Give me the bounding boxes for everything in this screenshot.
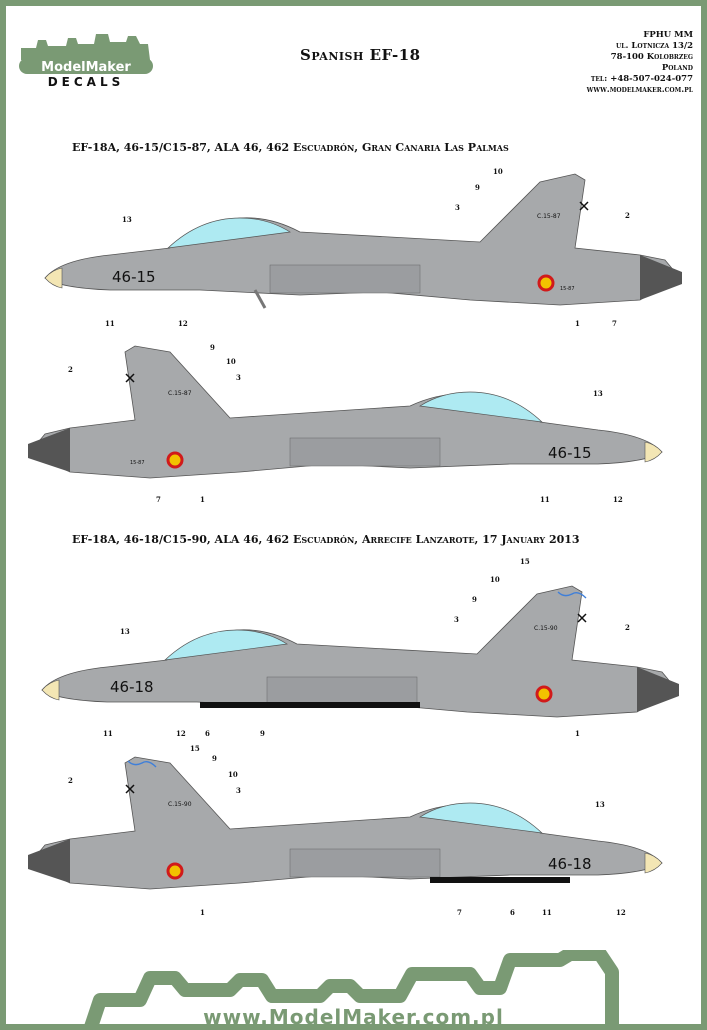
callout-13: 12 <box>176 729 186 738</box>
callout-13: 12 <box>613 495 623 504</box>
code-number: 46-15 <box>112 268 156 286</box>
code-number: 46-15 <box>548 444 592 462</box>
callouts: 15 9 10 3 2 13 1 7 6 11 12 <box>68 745 626 917</box>
callout-12: 11 <box>540 495 550 504</box>
address-phone: tel: +48-507-024-077 <box>590 74 693 84</box>
section-caption-1: EF-18A, 46-15/C15-87, ALA 46, 462 Escuad… <box>72 141 509 154</box>
callout-9: 7 <box>612 319 617 328</box>
callouts: 15 10 9 3 2 13 11 12 6 9 1 <box>103 557 630 738</box>
callout-9: 7 <box>156 495 161 504</box>
callout-10: 9 <box>475 183 480 192</box>
callout-14: 13 <box>120 627 130 636</box>
callout-7: 7 <box>457 908 462 917</box>
aircraft-profile-1-left: 46-15 C.15-87 15-87 10 9 3 2 13 11 12 1 … <box>44 167 682 328</box>
callout-2: 2 <box>68 365 73 374</box>
callout-7: 9 <box>260 729 265 738</box>
callout-12: 11 <box>105 319 115 328</box>
tail-code: C.15-87 <box>537 213 561 220</box>
callout-6: 6 <box>205 729 210 738</box>
tail-code: C.15-87 <box>168 390 192 397</box>
address-web: www.modelmaker.com.pl <box>586 85 693 95</box>
code-number: 46-18 <box>110 678 154 696</box>
callout-14: 13 <box>593 389 603 398</box>
callout-12: 11 <box>542 908 552 917</box>
callout-11: 10 <box>226 357 236 366</box>
callout-1: 1 <box>575 729 580 738</box>
callouts: 9 10 3 2 13 7 1 11 12 <box>68 343 623 504</box>
callouts: 10 9 3 2 13 11 12 1 7 <box>105 167 630 328</box>
callout-1: 1 <box>200 908 205 917</box>
callout-14: 13 <box>595 800 605 809</box>
aircraft-profile-2-right: 46-18 C.15-90 15 9 10 3 2 13 1 7 6 11 12 <box>28 745 663 917</box>
callout-3: 3 <box>455 203 460 212</box>
callout-3: 3 <box>236 786 241 795</box>
footer-skyline <box>83 950 619 1030</box>
address-block: FPHU MM ul. Lotnicza 13/2 78-100 Kolobrz… <box>587 30 693 96</box>
svg-text:DECALS: DECALS <box>48 75 125 89</box>
section-caption-2: EF-18A, 46-18/C15-90, ALA 46, 462 Escuad… <box>72 533 580 546</box>
callout-2: 2 <box>625 623 630 632</box>
code-number: 46-18 <box>548 855 592 873</box>
callout-11: 10 <box>493 167 503 176</box>
page-title: Spanish EF-18 <box>300 46 421 64</box>
tail-code: C.15-90 <box>168 801 192 808</box>
aircraft-profile-2-left: 46-18 C.15-90 15 10 9 3 2 13 11 12 6 9 1 <box>41 557 679 738</box>
address-city: 78-100 Kolobrzeg <box>610 52 693 62</box>
callout-3: 3 <box>236 373 241 382</box>
callout-3: 3 <box>454 615 459 624</box>
modelmaker-logo: ModelMaker DECALS <box>19 34 153 89</box>
callout-15: 15 <box>520 557 530 566</box>
callout-12: 11 <box>103 729 113 738</box>
address-street: ul. Lotnicza 13/2 <box>616 41 693 51</box>
callout-10: 9 <box>210 343 215 352</box>
callout-2: 2 <box>625 211 630 220</box>
callout-6: 6 <box>510 908 515 917</box>
callout-1: 1 <box>575 319 580 328</box>
address-country: Poland <box>661 63 693 73</box>
callout-11: 10 <box>490 575 500 584</box>
callout-2: 2 <box>68 776 73 785</box>
callout-10: 9 <box>212 754 217 763</box>
svg-text:ModelMaker: ModelMaker <box>41 60 131 75</box>
address-company: FPHU MM <box>643 30 693 40</box>
footer-url: www.ModelMaker.com.pl <box>203 1005 504 1029</box>
callout-1: 1 <box>200 495 205 504</box>
tail-code: C.15-90 <box>534 625 558 632</box>
callout-14: 13 <box>122 215 132 224</box>
callout-15: 15 <box>190 745 200 753</box>
serial: 15-87 <box>130 460 145 466</box>
aircraft-profile-1-right: 46-15 C.15-87 15-87 9 10 3 2 13 7 1 11 1… <box>28 343 663 504</box>
serial: 15-87 <box>560 286 575 292</box>
callout-13: 12 <box>178 319 188 328</box>
callout-13: 12 <box>616 908 626 917</box>
callout-10: 9 <box>472 595 477 604</box>
callout-11: 10 <box>228 770 238 779</box>
